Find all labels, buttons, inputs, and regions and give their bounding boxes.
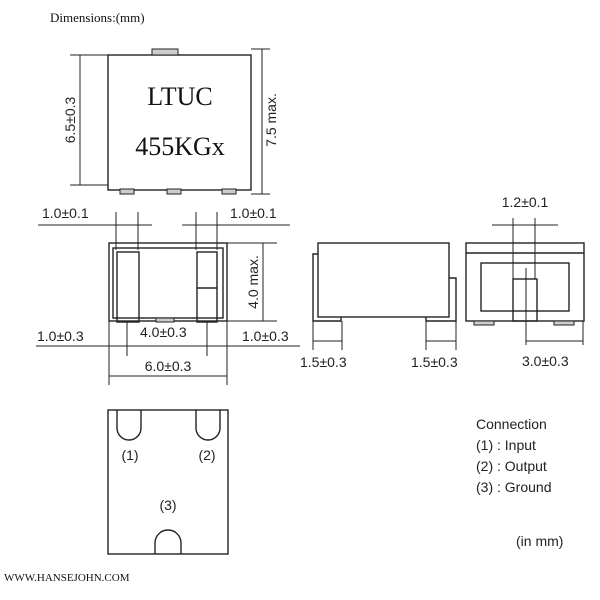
pin1-label: (1) [121,447,138,463]
pad-right: 1.5±0.3 [411,354,458,370]
website-footer: WWW.HANSEJOHN.COM [4,572,130,584]
dimensions-title: Dimensions:(mm) [50,10,145,25]
right-offset: 1.0±0.3 [242,328,289,344]
height-max-dim: 4.0 max. [245,255,261,309]
max-height-dim: 7.5 max. [263,93,279,147]
pad-left: 1.5±0.3 [300,354,347,370]
top-view: LTUC 455KGx 6.5±0.3 7.5 max. [62,48,279,195]
connection-item: (1) : Input [476,437,536,453]
marking-line1: LTUC [147,82,213,111]
end-offset: 3.0±0.3 [522,353,569,369]
pin3-label: (3) [159,497,176,513]
height-dim: 6.5±0.3 [62,96,78,143]
end-pin-width: 1.2±0.1 [502,194,549,210]
pin-width-left: 1.0±0.1 [42,205,89,221]
footprint-view: (1) (2) (3) [107,409,229,555]
side-view: 1.5±0.3 1.5±0.3 [300,242,458,370]
unit-note: (in mm) [516,533,563,549]
pin-spacing: 4.0±0.3 [140,324,187,340]
pin2-label: (2) [198,447,215,463]
connection-item: (2) : Output [476,458,547,474]
pin-width-right: 1.0±0.1 [230,205,277,221]
connection-legend: Connection (1) : Input (2) : Output (3) … [476,416,563,549]
connection-item: (3) : Ground [476,479,551,495]
marking-line2: 455KGx [135,132,225,161]
left-offset: 1.0±0.3 [37,328,84,344]
total-width: 6.0±0.3 [145,358,192,374]
end-view: 1.2±0.1 3.0±0.3 [465,194,585,369]
connection-title: Connection [476,416,547,432]
front-view: 1.0±0.1 1.0±0.1 4.0 max. 1.0±0.3 4.0±0.3… [36,205,300,385]
